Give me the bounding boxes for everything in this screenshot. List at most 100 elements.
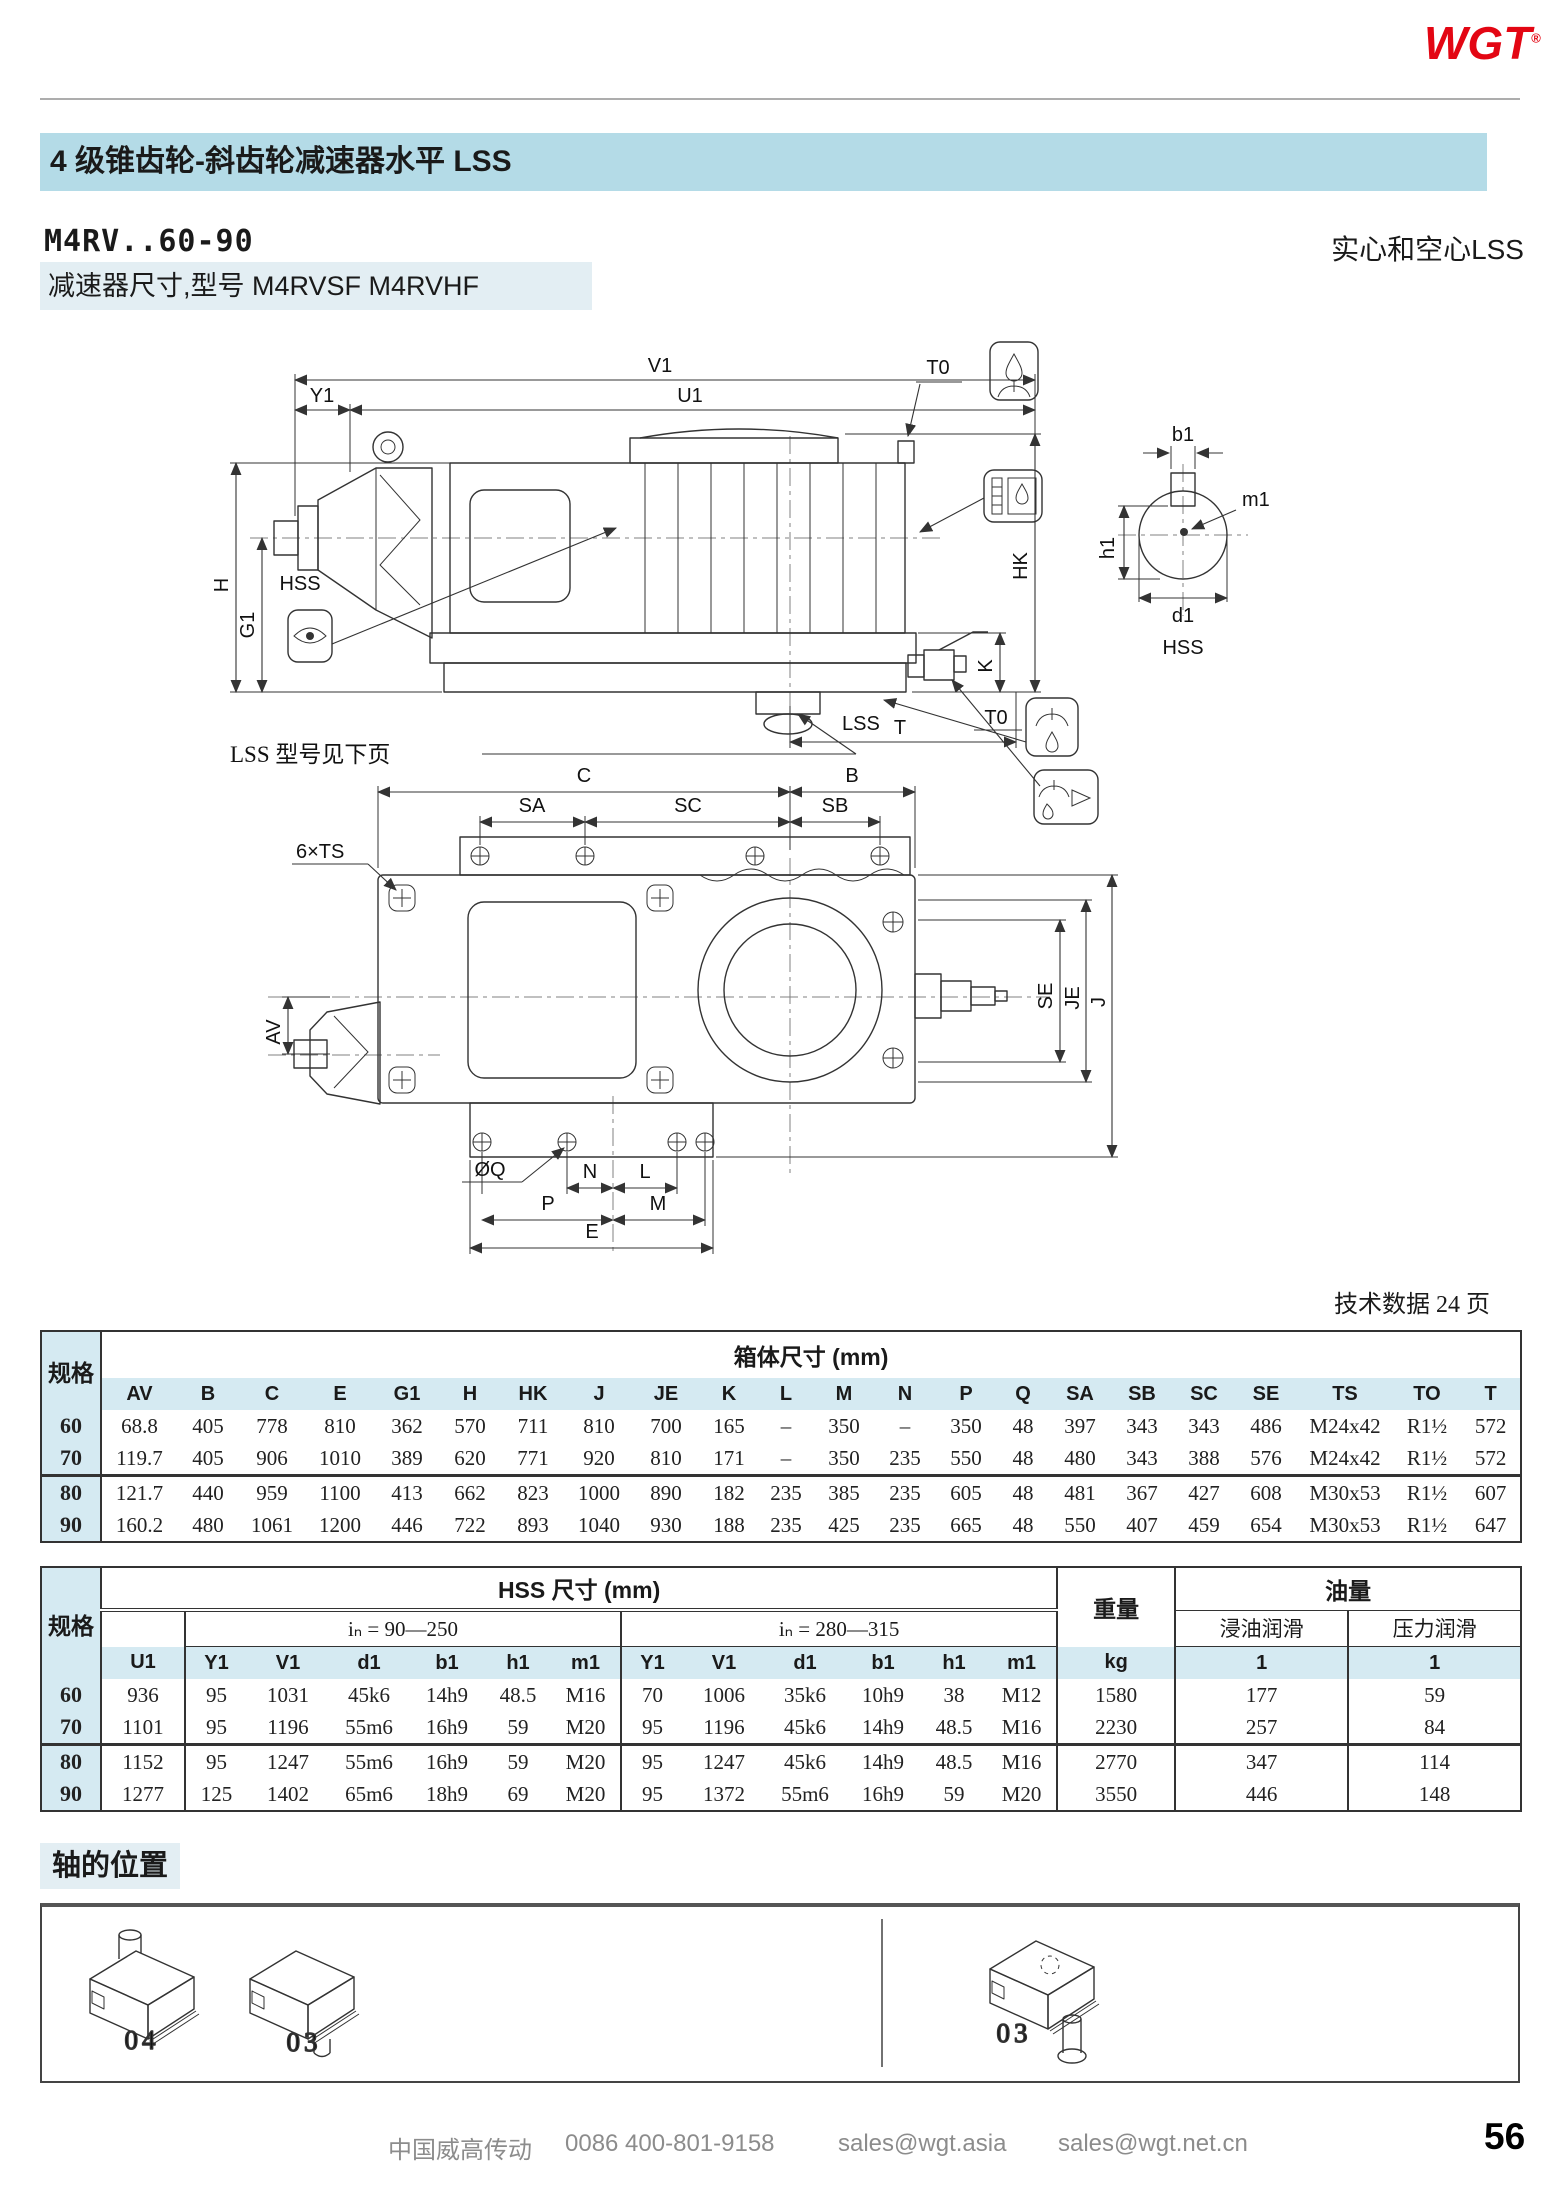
t1-cell: 572	[1474, 1413, 1507, 1438]
dim-label-h1: h1	[1097, 537, 1119, 559]
dim-label-u1: U1	[677, 385, 703, 407]
t2-spec-header: 规格	[41, 1567, 102, 1679]
lss-shaft-end	[914, 973, 1008, 1019]
t2-cell: 95	[620, 1743, 683, 1778]
t1-cell: 700	[650, 1413, 682, 1438]
dim-label-v1: V1	[648, 355, 672, 377]
dim-label-n: N	[583, 1161, 597, 1183]
breather-icon	[989, 341, 1039, 401]
t1-cell: 486	[1250, 1413, 1282, 1438]
t2-cell: 14h9	[862, 1714, 904, 1739]
t2-col-header: m1	[987, 1646, 1058, 1679]
axis-diagram-label: 03	[287, 2027, 322, 2057]
dim-label-h: H	[211, 578, 233, 592]
logo-text: WGT	[1424, 17, 1532, 69]
t2-cell: 1006	[703, 1682, 745, 1707]
t2-spec: 70	[41, 1711, 102, 1745]
dim-label-k: K	[975, 659, 997, 673]
t1-cell: R1½	[1393, 1474, 1461, 1509]
dim-label-g1: G1	[237, 612, 259, 639]
t2-cell: 1031	[267, 1682, 309, 1707]
oil-drain-icon	[1025, 697, 1079, 757]
t2-cell: 59	[943, 1781, 965, 1806]
t2-u1-gap	[101, 1610, 185, 1647]
t2-cell: M16	[1001, 1714, 1042, 1739]
t1-cell: 48	[997, 1474, 1049, 1509]
dim-label-hk: HK	[1010, 551, 1032, 579]
t1-cell: 427	[1173, 1474, 1235, 1509]
t1-cell: M30x53	[1309, 1512, 1381, 1537]
t1-col-header: E	[305, 1378, 375, 1410]
t1-cell: 343	[1188, 1413, 1220, 1438]
t1-cell: 1200	[319, 1512, 361, 1537]
top-view-dimensions: C B SA SC SB 6×TS AV SE JE J N L	[263, 765, 1118, 1254]
t1-cell: 576	[1250, 1445, 1282, 1470]
footer-email-asia: sales@wgt.asia	[838, 2130, 1007, 2157]
t1-cell: 413	[375, 1474, 439, 1509]
t2-cell: M16	[565, 1682, 606, 1707]
label-lss-shaft: LSS	[842, 713, 880, 735]
dim-label-av: AV	[263, 1019, 285, 1045]
t1-cell: 620	[454, 1445, 486, 1470]
t2-col-header: h1	[485, 1646, 551, 1679]
t2-cell: 55m6	[329, 1743, 409, 1778]
t1-cell: 1000	[565, 1474, 633, 1509]
t2-cell: 95	[184, 1679, 247, 1711]
dim-label-m1: m1	[1242, 489, 1270, 511]
t1-col-header: Q	[997, 1378, 1049, 1410]
table-row: 规格 箱体尺寸 (mm)	[41, 1331, 1521, 1410]
t1-cell: 182	[699, 1474, 759, 1509]
dim-label-to-top: T0	[926, 357, 949, 379]
t2-cell: 936	[127, 1682, 159, 1707]
t2-cell: 95	[184, 1711, 247, 1745]
t2-cell: 48.5	[935, 1714, 973, 1739]
dim-label-b1: b1	[1172, 424, 1194, 446]
registered-mark: ®	[1531, 30, 1541, 46]
dim-label-e: E	[585, 1221, 598, 1243]
t1-cell: 48	[1012, 1512, 1034, 1537]
axis-diagram-label: 03	[997, 2018, 1032, 2048]
t1-cell: 605	[935, 1474, 997, 1509]
t2-ratio-range-1: iₙ = 90—250	[184, 1610, 621, 1647]
footer-company: 中国威高传动	[388, 2137, 532, 2164]
breather-callout: T0	[905, 341, 1039, 438]
t2-cell: 95	[620, 1711, 683, 1745]
t1-spec: 70	[41, 1442, 102, 1476]
label-hss-detail: HSS	[1162, 637, 1203, 659]
t2-col-header: d1	[329, 1646, 409, 1679]
t1-col-header: SC	[1173, 1378, 1235, 1410]
t2-cell: 2230	[1056, 1711, 1176, 1745]
t1-col-header: N	[875, 1378, 935, 1410]
t1-col-header: G1	[375, 1378, 439, 1410]
t1-cell: 1040	[578, 1512, 620, 1537]
t2-cell: 45k6	[784, 1714, 826, 1739]
t2-cell: 16h9	[409, 1743, 485, 1778]
t2-cell: 3550	[1056, 1778, 1176, 1811]
sight-glass-icon	[287, 609, 333, 663]
t1-cell: 367	[1111, 1474, 1173, 1509]
t1-cell: 235	[770, 1512, 802, 1537]
oil-level-callout	[919, 469, 1043, 533]
t1-col-header: K	[699, 1378, 759, 1410]
t2-cell: M12	[1001, 1682, 1042, 1707]
t2-cell: 1247	[683, 1743, 765, 1778]
t1-cell: M24x42	[1309, 1413, 1381, 1438]
t1-cell: 388	[1188, 1445, 1220, 1470]
dim-label-y1: Y1	[310, 385, 334, 407]
top-view-drawing	[293, 836, 1008, 1158]
t1-cell: 459	[1188, 1512, 1220, 1537]
sight-glass-callout	[287, 527, 618, 663]
t2-cell: M20	[1001, 1781, 1042, 1806]
t1-cell: 121.7	[101, 1474, 177, 1509]
t1-spec: 90	[41, 1509, 102, 1542]
t2-cell: 1372	[703, 1781, 745, 1806]
dim-label-to-bottom: T0	[984, 707, 1007, 729]
t1-col-header: SA	[1049, 1378, 1111, 1410]
t2-cell: M20	[551, 1743, 621, 1778]
t2-cell: 84	[1347, 1711, 1522, 1745]
dim-label-sc: SC	[674, 795, 702, 817]
